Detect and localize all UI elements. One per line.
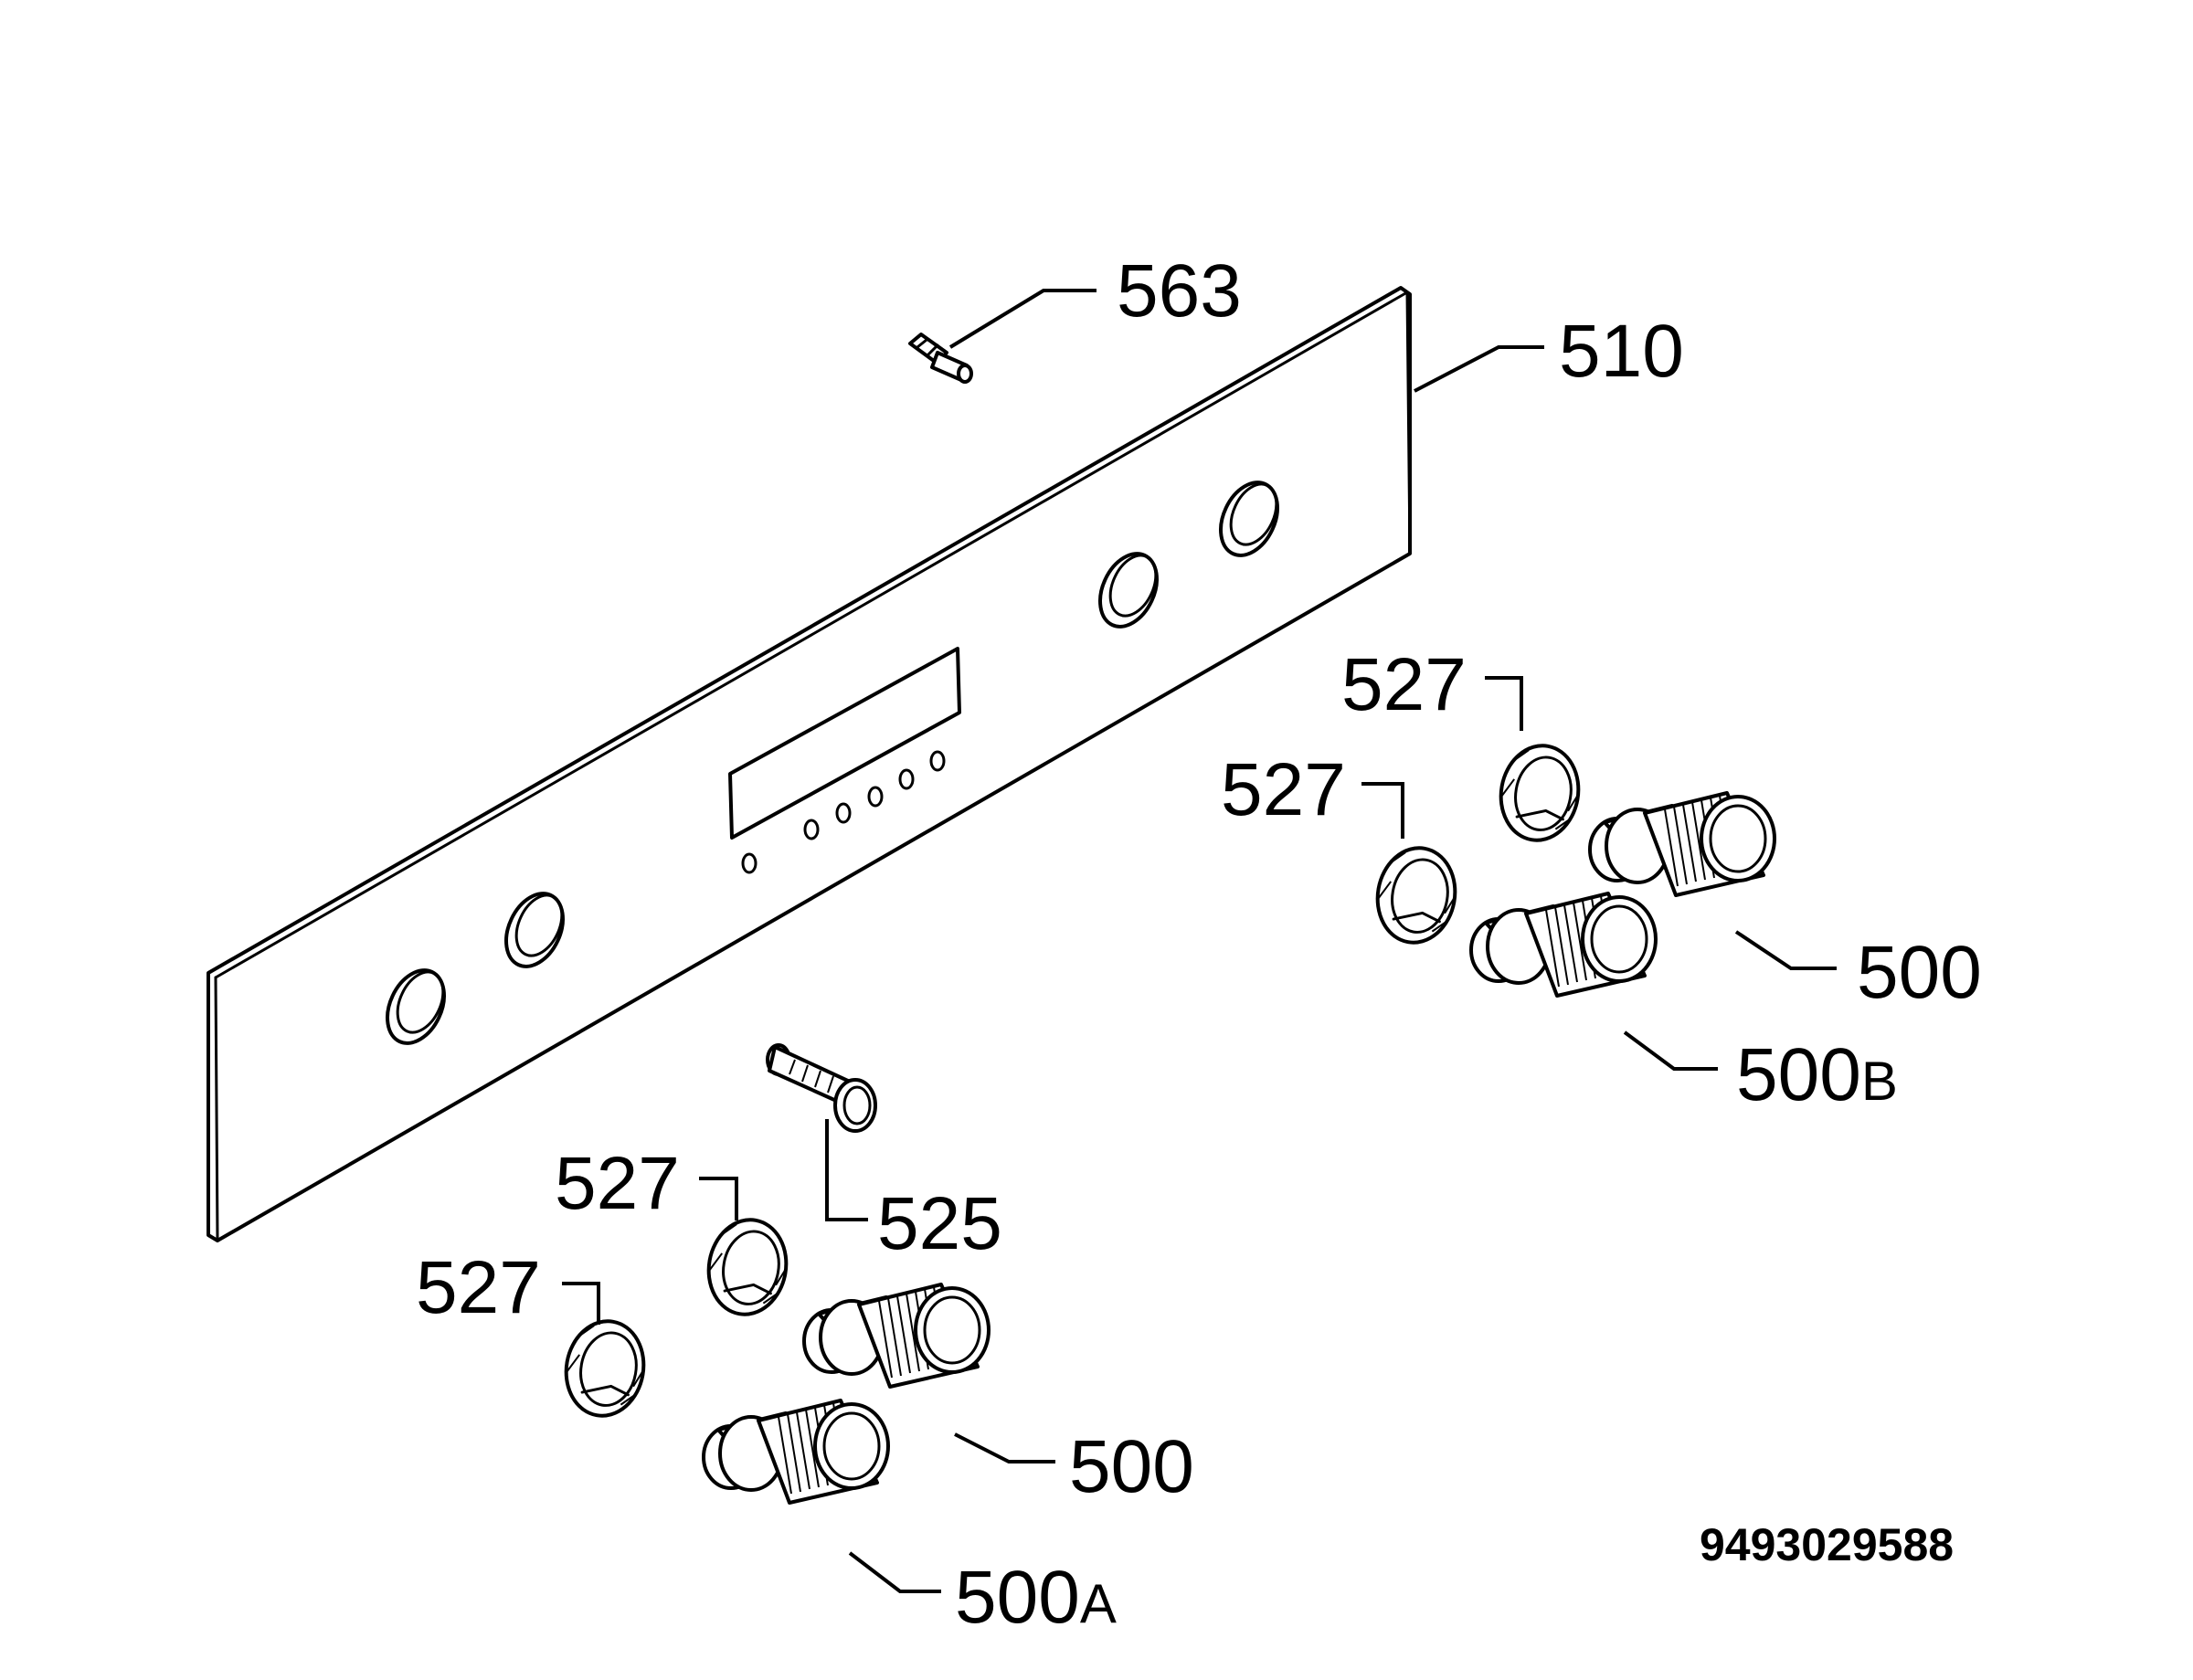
leader-563 — [948, 289, 1096, 349]
label-527-right-lower: 527 — [1221, 748, 1346, 831]
bezel-ring-left-lower — [556, 1313, 653, 1424]
document-number: 9493029588 — [1700, 1519, 1954, 1570]
panel-knob-hole — [1098, 552, 1159, 629]
panel-display-window — [728, 647, 961, 840]
leader-500b — [1623, 1030, 1718, 1071]
label-525: 525 — [877, 1182, 1002, 1265]
label-500b: 500B — [1736, 1033, 1898, 1116]
label-500a-number: 500 — [955, 1556, 1080, 1639]
label-500b-suffix: B — [1861, 1051, 1898, 1112]
leader-500-right — [1734, 930, 1837, 970]
bezel-ring-right-lower — [1368, 840, 1465, 951]
label-527-right-upper: 527 — [1341, 643, 1467, 726]
screw-525 — [766, 1043, 877, 1133]
panel-knob-hole — [386, 968, 446, 1045]
control-knob-500b — [1469, 892, 1658, 998]
bezel-ring-right-upper — [1491, 737, 1588, 849]
label-500-left: 500 — [1069, 1425, 1194, 1508]
leader-525 — [825, 1119, 868, 1221]
pin-563 — [908, 333, 973, 384]
leader-527-right-lower — [1361, 782, 1404, 839]
control-knob-right — [1588, 791, 1776, 897]
leader-500-left — [954, 1432, 1055, 1463]
control-panel — [207, 286, 1412, 1242]
control-knob-left — [802, 1283, 991, 1389]
label-527-left-lower: 527 — [416, 1246, 541, 1329]
leader-527-right-upper — [1485, 676, 1523, 731]
panel-button-holes — [741, 750, 946, 874]
leader-510 — [1414, 345, 1544, 393]
leader-527-left-upper — [699, 1177, 738, 1220]
panel-knob-hole — [504, 892, 565, 968]
label-500b-number: 500 — [1736, 1033, 1861, 1116]
control-knob-500a — [702, 1399, 890, 1505]
label-500a: 500A — [955, 1556, 1117, 1639]
label-500-right: 500 — [1857, 931, 1982, 1014]
leader-527-left-lower — [562, 1282, 600, 1325]
leader-500a — [848, 1551, 941, 1593]
label-500a-suffix: A — [1080, 1573, 1117, 1634]
label-563: 563 — [1117, 249, 1242, 333]
label-527-left-upper: 527 — [555, 1142, 680, 1225]
panel-knob-hole — [1219, 481, 1279, 557]
label-510: 510 — [1559, 310, 1684, 393]
bezel-ring-left-upper — [699, 1211, 796, 1323]
